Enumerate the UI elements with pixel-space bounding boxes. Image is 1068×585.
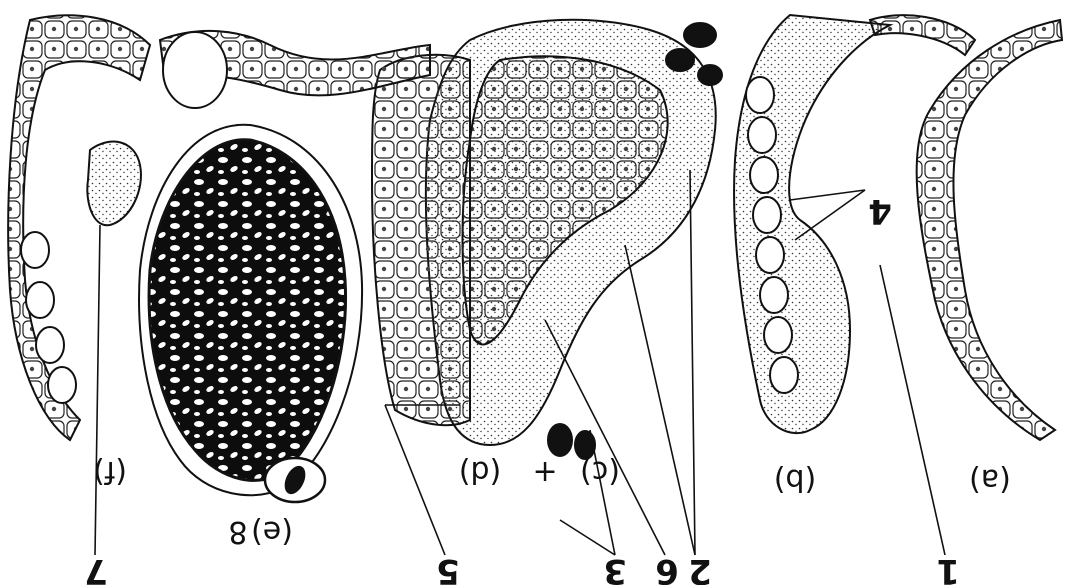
number-6: 6 [655,551,679,585]
panel-label-b: (b) [774,462,816,497]
panel-label-f: (f) [93,454,127,489]
number-4: 4 [868,191,892,231]
panel-label-e: (e) [251,514,293,549]
branch-a-upper [870,15,975,55]
branch-f [8,15,150,440]
panel-label-plus: + [532,454,557,489]
debris-7 [87,142,141,226]
tissue-drawing [8,15,1062,502]
number-5: 5 [436,551,460,585]
number-7: 7 [84,551,108,585]
panel-label-d: (d) [459,454,501,489]
branch-a [917,20,1062,440]
panel-label-e-number: 8 [228,514,247,549]
number-3: 3 [603,551,627,585]
panel-label-c: (c) [580,454,620,489]
number-2: 2 [688,551,712,585]
number-1: 1 [936,551,960,585]
cell-block-5 [372,55,470,425]
dense-mass-e [149,140,345,481]
panel-label-a: (a) [969,462,1011,497]
